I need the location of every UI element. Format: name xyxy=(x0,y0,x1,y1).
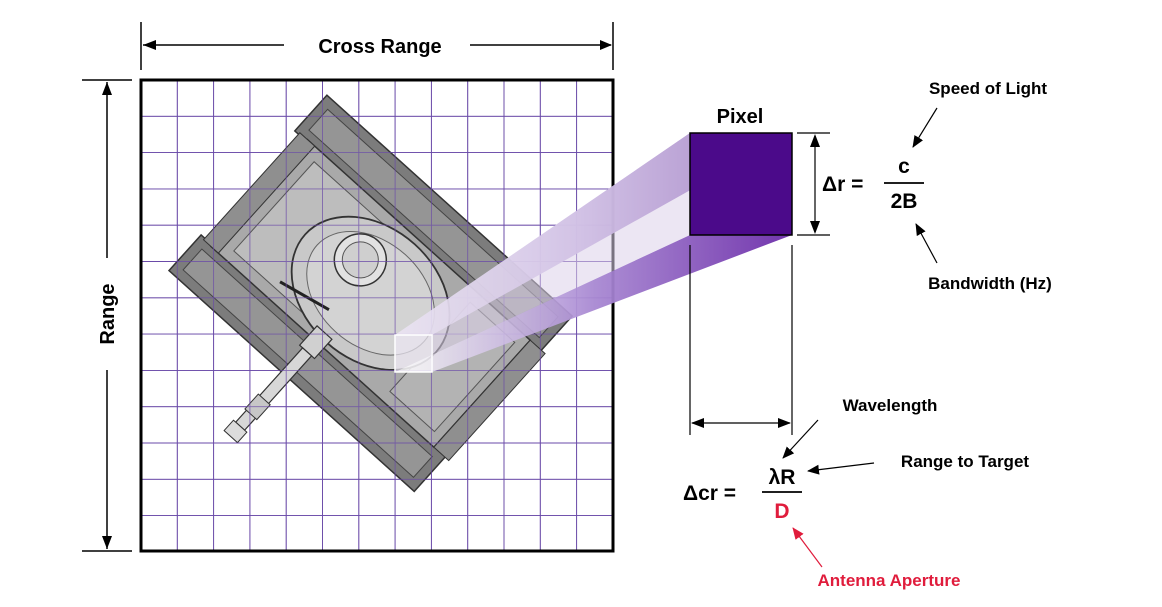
pixel-label: Pixel xyxy=(717,106,764,128)
range-to-target-arrow xyxy=(807,462,875,475)
antenna-aperture-note: Antenna Aperture xyxy=(818,571,961,590)
speed-of-light-arrow xyxy=(912,107,938,148)
range-resolution-formula: Δr = c 2B Speed of Light Bandwidth (Hz) xyxy=(822,79,1052,293)
cross-range-resolution-formula: Δcr = λR D Wavelength Range to Target An… xyxy=(683,396,1029,590)
delta-cr-label: Δcr = xyxy=(683,482,736,505)
range-resolution-dimension xyxy=(797,132,830,236)
wavelength-arrow xyxy=(782,419,819,459)
pixel-region xyxy=(394,334,433,373)
aperture-symbol: D xyxy=(774,500,789,523)
pixel-square xyxy=(689,132,793,236)
speed-of-light-note: Speed of Light xyxy=(929,79,1047,98)
cross-range-dimension: Cross Range xyxy=(140,22,614,70)
cross-range-label: Cross Range xyxy=(318,36,441,58)
wavelength-range-symbol: λR xyxy=(769,466,796,489)
bandwidth-note: Bandwidth (Hz) xyxy=(928,274,1052,293)
range-dimension: Range xyxy=(82,79,132,552)
speed-of-light-symbol: c xyxy=(898,155,910,178)
range-to-target-note: Range to Target xyxy=(901,452,1029,471)
antenna-aperture-arrow xyxy=(792,527,823,568)
delta-r-label: Δr = xyxy=(822,173,863,196)
wavelength-note: Wavelength xyxy=(843,396,938,415)
bandwidth-arrow xyxy=(915,223,938,264)
cross-range-resolution-dimension xyxy=(689,245,793,435)
range-label: Range xyxy=(97,283,119,344)
image-frame xyxy=(139,78,615,553)
bandwidth-symbol: 2B xyxy=(891,190,918,213)
